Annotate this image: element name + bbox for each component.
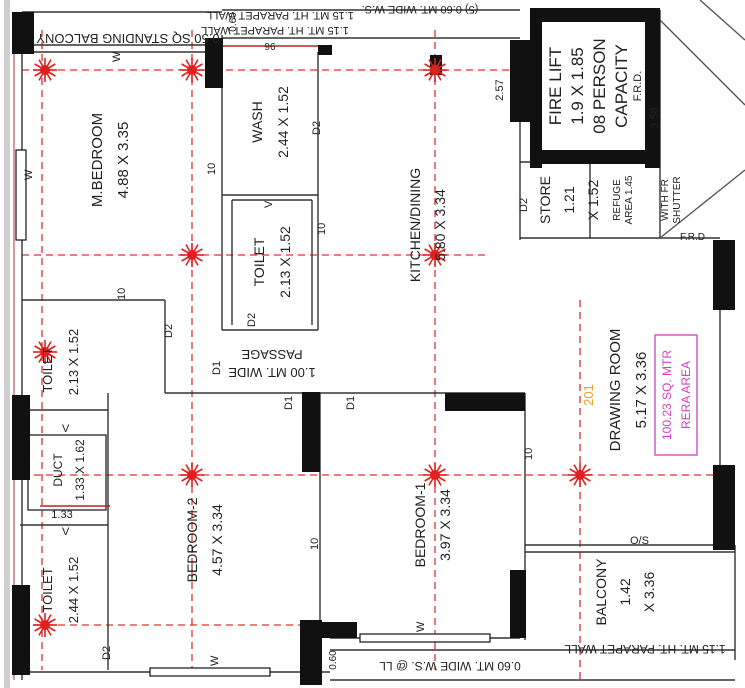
top-wide-label: (5) 0.60 MT. WIDE W.S. — [362, 3, 479, 15]
room-toilet-left-upper-dims: 2.13 X 1.52 — [66, 329, 81, 396]
light-fixture-icon — [180, 463, 204, 487]
room-toilet-left-upper-name: TOILET — [40, 347, 55, 392]
dim-60-top: 0.60 — [228, 12, 239, 32]
top-balcony-label: 0.50 SQ STANDING BALCONY — [36, 31, 220, 46]
dim-257: 2.57 — [494, 79, 506, 100]
duct-width: 1.33 — [51, 509, 72, 521]
tag-os: O/S — [630, 535, 649, 547]
lift-label-2: 1.9 X 1.85 — [568, 47, 587, 125]
tag-10-d: 10 — [309, 538, 321, 550]
tag-d2-store: D2 — [518, 198, 530, 212]
room-toilet-left-lower-dims: 2.44 X 1.52 — [66, 557, 81, 624]
dim-60-bottom: 0.60 — [328, 650, 339, 670]
room-toilet-center-dims: 2.13 X 1.52 — [277, 226, 293, 298]
tag-d2-mbed: D2 — [163, 324, 175, 338]
dim-96: 96 — [264, 40, 276, 51]
room-store-dims: 1.21 — [561, 186, 577, 213]
room-wash-dims: 2.44 X 1.52 — [275, 86, 291, 158]
top-parapet-label: 1.15 MT. HT. PARAPET WALL — [201, 24, 349, 36]
tag-d1-b1b: D1 — [345, 396, 357, 410]
bottom-wide-label: 0.60 MT. WIDE W.S. @ LL — [379, 659, 521, 673]
tag-v-toilet-lower: V — [62, 526, 70, 538]
room-balcony-name: BALCONY — [593, 558, 609, 626]
light-fixture-icon — [33, 613, 57, 637]
light-fixture-icon — [568, 463, 592, 487]
grid-lines — [22, 30, 735, 680]
tag-w-b2: W — [209, 655, 221, 666]
tag-10-c: 10 — [116, 288, 128, 300]
room-drawing-dims: 5.17 X 3.36 — [633, 352, 650, 429]
room-drawing-name: DRAWING ROOM — [607, 329, 624, 452]
shutter-label-1: WITH FR — [660, 179, 671, 221]
bottom-parapet-label: 1.15 MT. HT. PARAPET WALL — [564, 642, 725, 656]
room-toilet-center-name: TOILET — [251, 237, 267, 286]
tag-d1-b1: D1 — [283, 396, 295, 410]
tag-d1-passage: D1 — [211, 361, 223, 375]
room-kitchen-name: KITCHEN/DINING — [407, 168, 423, 282]
duct-dims: 1.33 X 1.62 — [73, 439, 87, 501]
duct-label: DUCT — [51, 453, 65, 487]
tag-w-mbed-top: W — [111, 51, 123, 62]
room-balcony-dims-b: X 3.36 — [641, 572, 657, 613]
tag-w-b1: W — [415, 621, 427, 632]
room-toilet-left-lower-name: TOILET — [40, 567, 55, 612]
light-fixture-icon — [33, 58, 57, 82]
tag-v-duct: V — [62, 423, 70, 435]
tag-10-e: 10 — [523, 448, 535, 460]
light-fixture-icon — [180, 58, 204, 82]
light-fixture-icon — [180, 243, 204, 267]
tag-v-toilet: V — [263, 200, 275, 208]
room-store-dims-b: X 1.52 — [585, 180, 601, 221]
shutter-label-2: SHUTTER — [672, 176, 683, 223]
light-fixtures — [33, 58, 592, 637]
left-edge-strip — [4, 0, 10, 688]
lift-label-3: 08 PERSON — [590, 38, 609, 133]
frd-bottom: F.R.D — [680, 232, 705, 243]
light-fixture-icon — [423, 463, 447, 487]
top-parapet-label-b: 1.15 MT. HT. PARAPET WALL — [206, 9, 354, 21]
lift-label-4: CAPACITY — [612, 44, 631, 128]
tag-10-b: 10 — [316, 223, 328, 235]
door-window-tags: W W D2 V D2 D1 D2 D1 D1 D2 V V D2 W W O/… — [23, 51, 649, 666]
dim-358: 3.58 — [649, 107, 661, 128]
lift-label-1: FIRE LIFT — [546, 47, 565, 125]
room-store-name: STORE — [537, 176, 553, 224]
unit-number: 201 — [581, 384, 596, 406]
walls — [12, 8, 735, 685]
passage-width: 1.00 MT. WIDE — [228, 365, 316, 380]
room-m-bedroom-name: M.BEDROOM — [89, 113, 106, 207]
rera-area-box: 100.23 SQ. MTR RERA AREA — [654, 334, 698, 456]
passage-label: PASSAGE — [241, 347, 303, 362]
room-wash-name: WASH — [249, 101, 265, 142]
room-bedroom-2-name: BEDROOM-2 — [184, 497, 200, 582]
room-bedroom-1-name: BEDROOM-1 — [412, 482, 428, 567]
room-balcony-dims: 1.42 — [617, 578, 633, 605]
refuge-label-1: REFUGE — [612, 179, 623, 221]
lift-frd: F.R.D. — [632, 71, 644, 102]
rera-area-label: RERA AREA — [679, 361, 693, 429]
tag-d2-toilet: D2 — [246, 313, 258, 327]
tag-d2-wash: D2 — [311, 121, 323, 135]
rera-area-value: 100.23 SQ. MTR — [660, 350, 674, 440]
tag-d2-toilet-lower: D2 — [101, 646, 113, 660]
tag-w-mbed-left: W — [23, 169, 35, 180]
room-bedroom-2-dims: 4.57 X 3.34 — [209, 504, 225, 576]
room-bedroom-1-dims: 3.97 X 3.34 — [437, 489, 453, 561]
refuge-label-2: AREA 1.45 — [624, 175, 635, 224]
light-fixture-icon — [33, 340, 57, 364]
light-fixture-icon — [423, 243, 447, 267]
room-kitchen-dims: 5.80 X 3.34 — [432, 189, 448, 261]
windows — [15, 149, 491, 677]
room-m-bedroom-dims: 4.88 X 3.35 — [115, 122, 132, 199]
light-fixture-icon — [423, 58, 447, 82]
tag-10-a: 10 — [206, 163, 218, 175]
